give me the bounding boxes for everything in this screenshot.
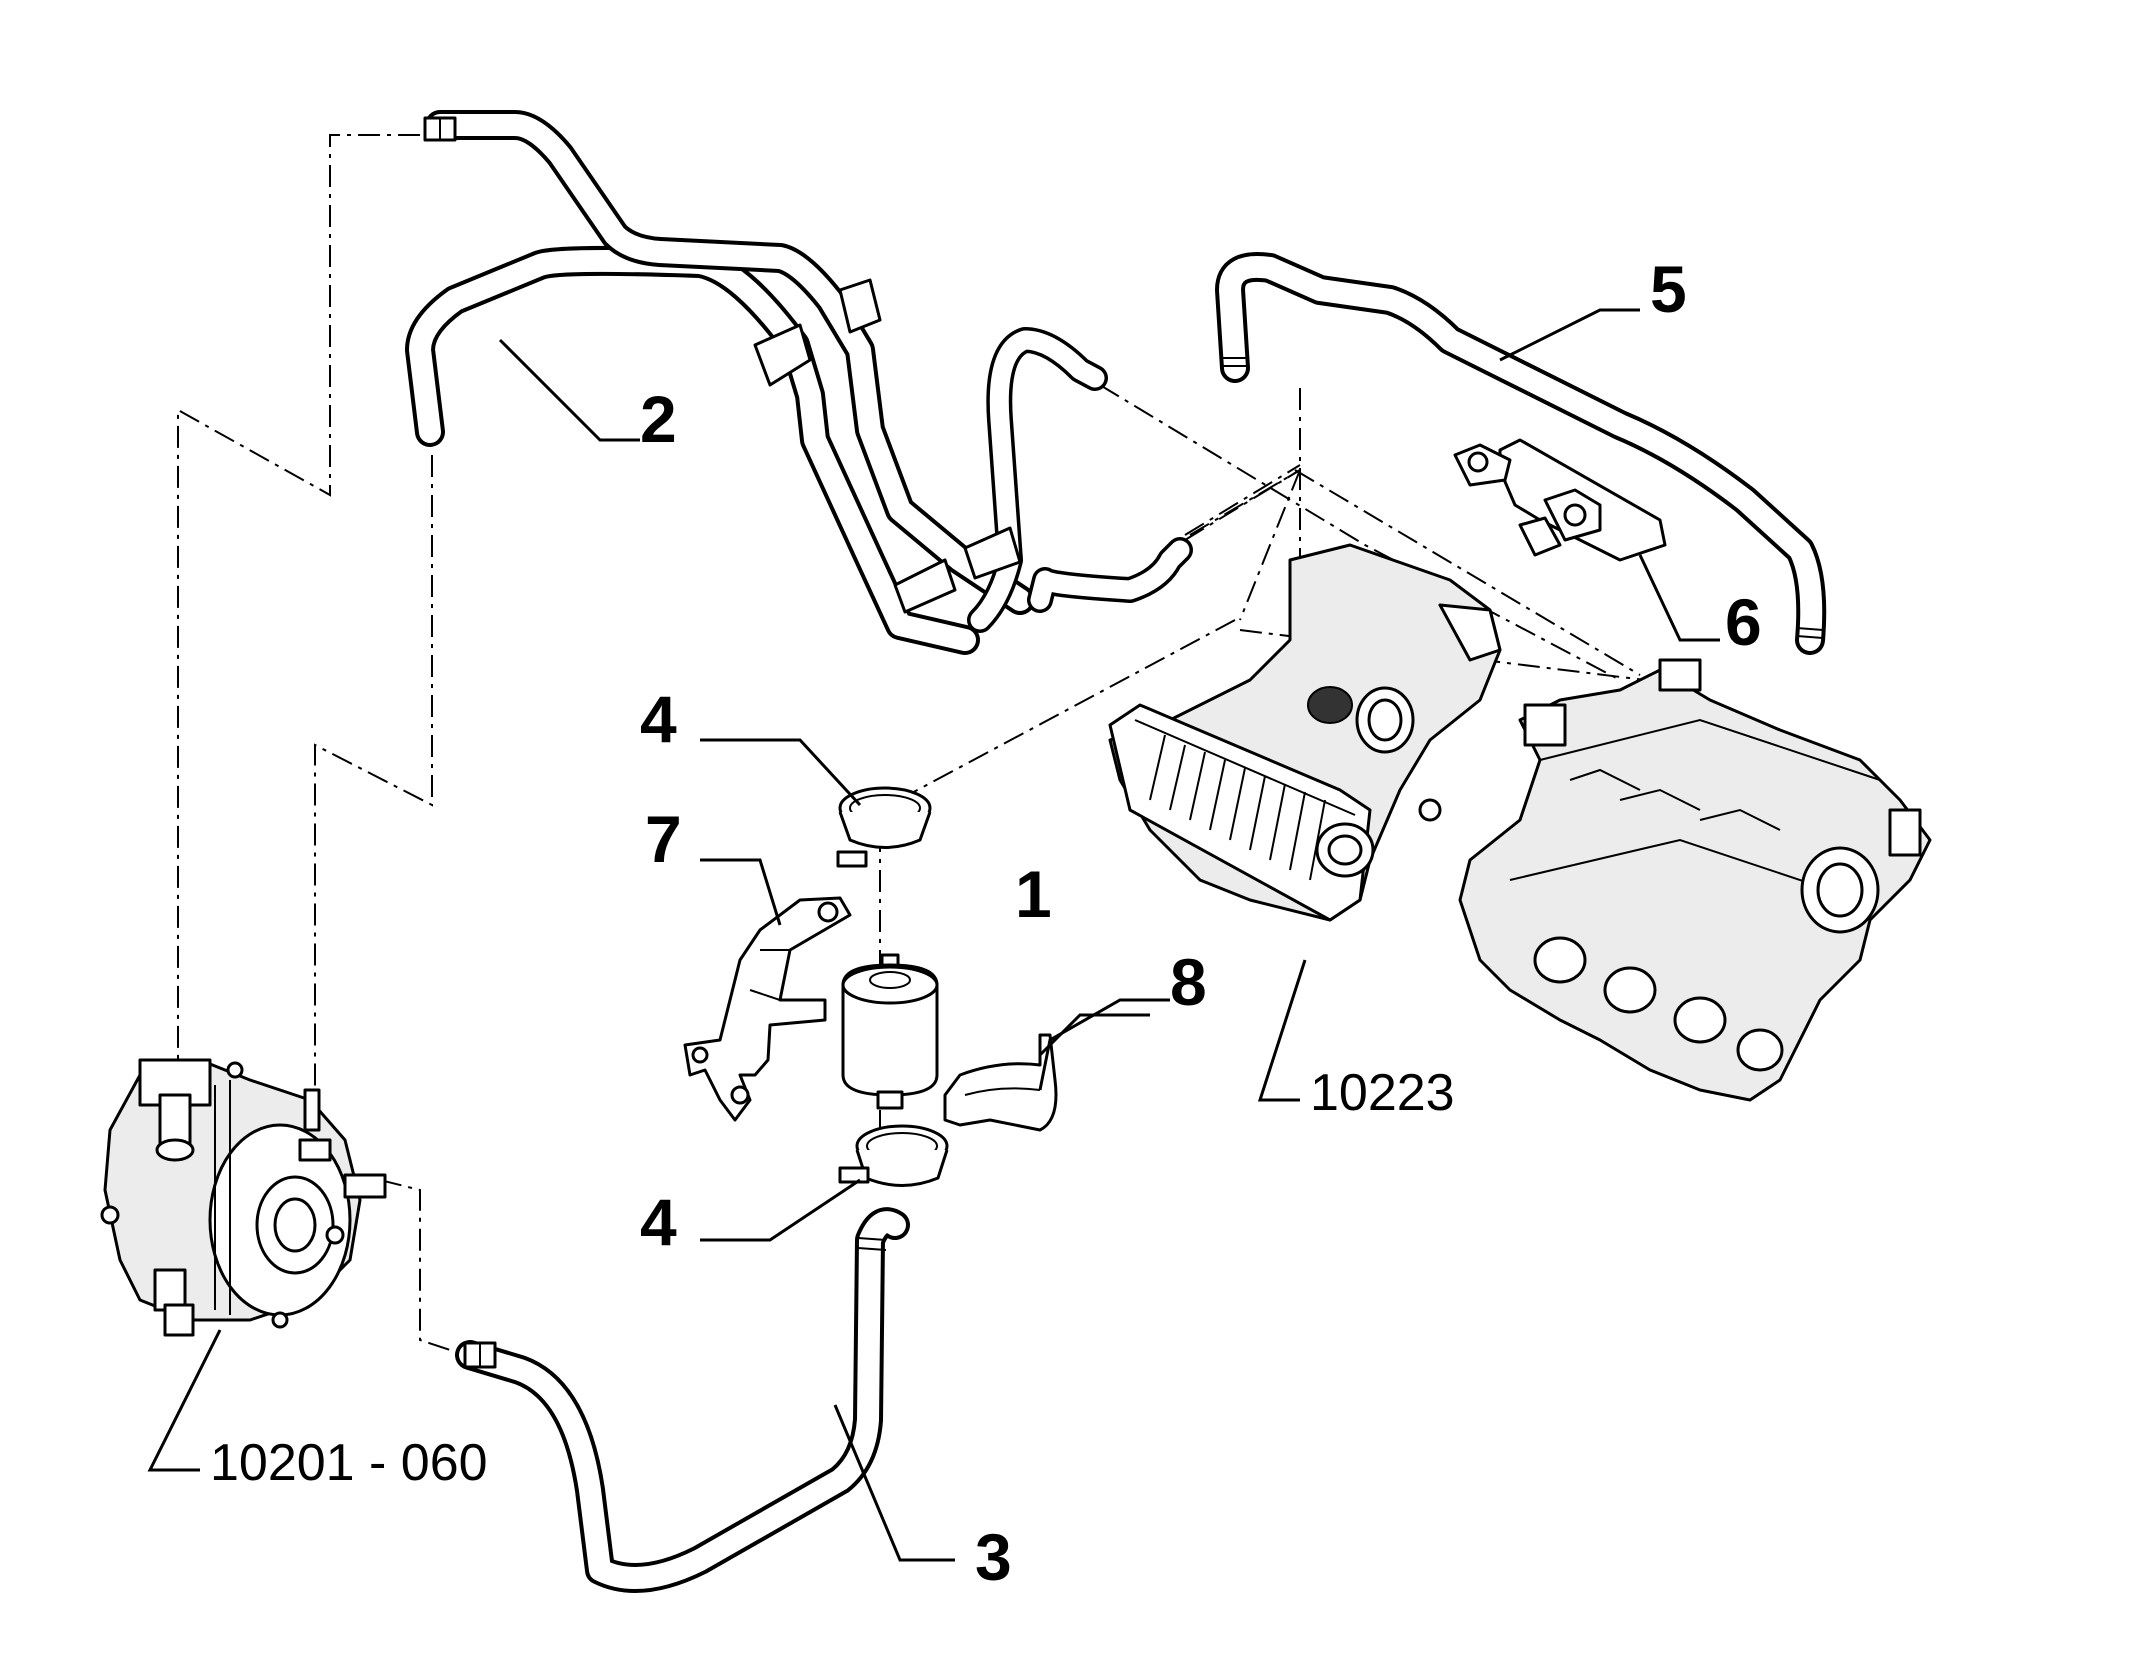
callout-6: 6: [1725, 585, 1762, 659]
strap-8: [943, 1033, 1058, 1132]
filter-1: [841, 953, 939, 1110]
clamp-4-lower: [838, 1124, 949, 1187]
air-box-10223: [1108, 543, 1502, 922]
callout-labels: 1 2 3 4 4 5 6 7 8 10223 10201 - 060: [210, 252, 1762, 1594]
callout-5: 5: [1650, 252, 1687, 326]
bracket-6: [1453, 438, 1667, 562]
reducer-10201-060: [100, 1058, 387, 1337]
bracket-7: [683, 896, 852, 1122]
callout-1: 1: [1015, 857, 1052, 931]
hose-2: [405, 110, 1193, 655]
leader-lines: [147, 308, 1720, 1562]
reference-air-box: 10223: [1310, 1064, 1455, 1122]
callout-4-lower: 4: [640, 1185, 677, 1259]
callout-2: 2: [640, 382, 677, 456]
intake-manifold: [1458, 658, 1932, 1102]
reference-reducer: 10201 - 060: [210, 1434, 488, 1492]
hose-3: [455, 1207, 910, 1593]
clamp-4-upper: [836, 786, 932, 868]
callout-7: 7: [645, 802, 682, 876]
callout-3: 3: [975, 1520, 1012, 1594]
callout-4-upper: 4: [640, 682, 677, 756]
hose-5: [1215, 252, 1827, 655]
air-box-ribs: [1149, 734, 1326, 881]
callout-8: 8: [1170, 945, 1207, 1019]
